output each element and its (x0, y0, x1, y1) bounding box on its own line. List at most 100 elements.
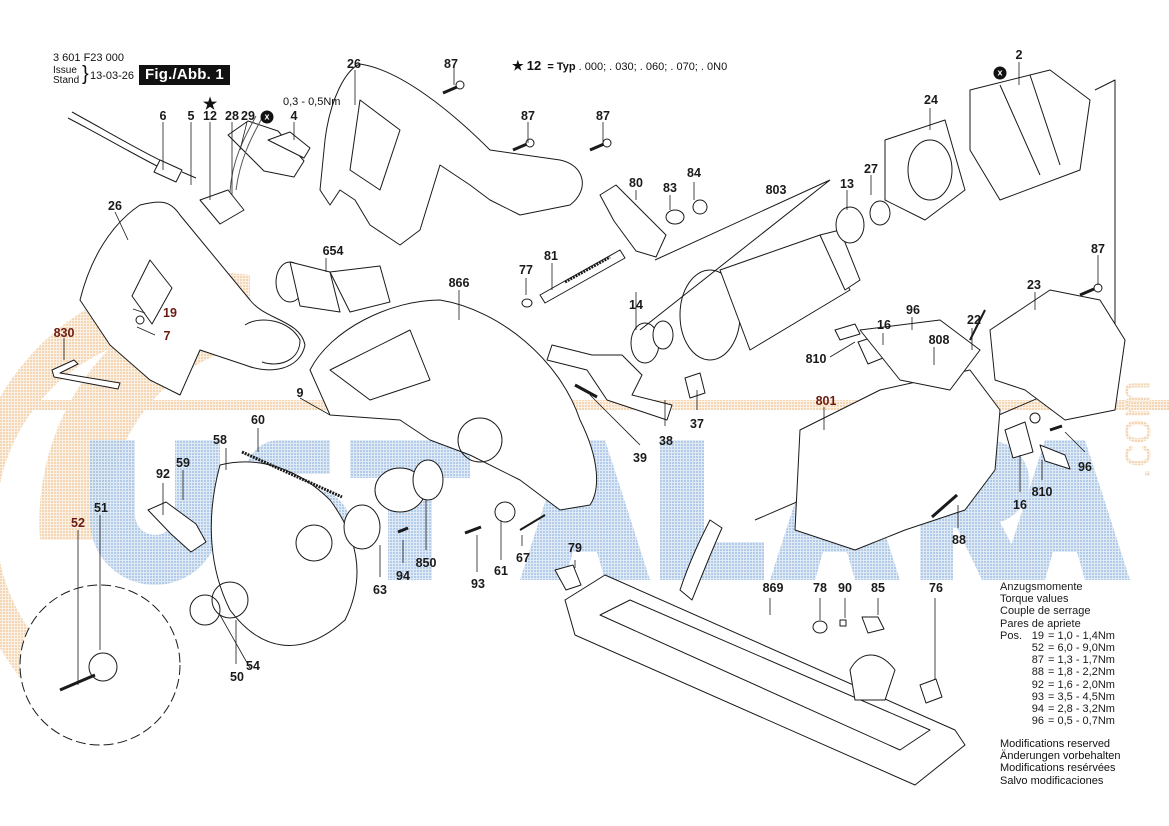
part-label: 83 (663, 181, 677, 195)
torque-pos: 19 (1031, 629, 1044, 642)
variant-note: ★ 12 = Typ . 000; . 030; . 060; . 070; .… (512, 58, 727, 74)
figure-badge: Fig./Abb. 1 (139, 65, 230, 85)
torque-value: = 0,5 - 0,7Nm (1048, 715, 1115, 728)
part-label: 59 (176, 456, 190, 470)
part-label: 26 (108, 199, 122, 213)
handle-left-half (79, 201, 306, 396)
part-label: 93 (471, 577, 485, 591)
part-label: 39 (633, 451, 647, 465)
part-label: 850 (415, 556, 437, 570)
variant-list: . 000; . 030; . 060; . 070; . 0N0 (578, 61, 728, 73)
part-label: 28 (225, 109, 239, 123)
part-label: 7 (163, 329, 171, 343)
part-label: 76 (929, 581, 943, 595)
torque-row: 94= 2,8 - 3,2Nm (1000, 703, 1115, 715)
power-cord (67, 111, 197, 183)
torque-value: = 1,6 - 2,0Nm (1048, 678, 1115, 691)
variant-star-marker: ★ (202, 96, 218, 113)
guard-lever (147, 501, 207, 553)
part-label: 87 (444, 57, 458, 71)
part-label: 80 (629, 176, 643, 190)
upper-blade-guard (309, 299, 598, 511)
modifications-es: Salvo modificaciones (1000, 774, 1104, 787)
brush-holder-bottom (1004, 412, 1071, 470)
part-label: 14 (629, 298, 643, 312)
torque-table: Anzugsmomente Torque values Couple de se… (1000, 581, 1115, 727)
modifications-fr: Modifications resérvées (1000, 762, 1116, 775)
torque-pos: 87 (1031, 654, 1044, 667)
part-label: 4 (290, 109, 298, 123)
part-label: 96 (1078, 460, 1092, 474)
fan-baffle (884, 119, 966, 221)
part-label: 77 (519, 263, 533, 277)
guard-spring (241, 450, 343, 499)
small-parts (397, 501, 582, 591)
x-marker-2: x (993, 66, 1007, 80)
torque-pos: 88 (1031, 666, 1044, 679)
leader-lines (63, 62, 1099, 685)
modifications-en: Modifications reserved (1000, 738, 1111, 750)
torque-value: = 6,0 - 9,0Nm (1048, 642, 1115, 655)
torque-value: = 1,0 - 1,4Nm (1048, 629, 1115, 642)
part-label: 52 (71, 516, 85, 530)
gearbox-flange (343, 459, 444, 550)
part-label: 90 (838, 581, 852, 595)
part-label: 12 (203, 109, 217, 123)
torque-title-es: Pares de apriete (1000, 617, 1081, 630)
part-label: 810 (1031, 485, 1053, 499)
base-plate (564, 519, 966, 786)
part-label: 2 (1015, 48, 1023, 62)
part-label: 654 (322, 244, 344, 258)
handle-right-half (319, 63, 583, 246)
issue-label: Issue (53, 65, 77, 76)
variant-text: = Typ (547, 61, 576, 73)
part-label: 85 (871, 581, 885, 595)
spindle-lock-bracket (546, 344, 706, 421)
torque-pos: 94 (1031, 703, 1044, 716)
part-label: 96 (906, 303, 920, 317)
part-label: 5 (187, 109, 195, 123)
part-label: 51 (94, 501, 108, 515)
modifications-notice: Modifications reserved Änderungen vorbeh… (1000, 738, 1120, 787)
variant-ref: 12 (526, 58, 542, 73)
part-label: 37 (690, 417, 704, 431)
part-label: 50 (230, 670, 244, 684)
part-label: 13 (840, 177, 854, 191)
modifications-de: Änderungen vorbehalten (1000, 750, 1121, 763)
part-label: 61 (494, 564, 508, 578)
part-label: 22 (967, 313, 981, 327)
part-label: 869 (762, 581, 784, 595)
torque-pos: 92 (1031, 678, 1044, 691)
part-label: 84 (687, 166, 701, 180)
dust-adapter (275, 261, 391, 313)
torque-value: = 1,8 - 2,2Nm (1048, 666, 1115, 679)
torque-title-fr: Couple de serrage (1000, 605, 1091, 618)
part-label: 27 (864, 162, 878, 176)
part-label: 58 (213, 433, 227, 447)
part-label: 866 (448, 276, 470, 290)
torque-row: 87 = 1,3 - 1,7Nm (1000, 654, 1115, 666)
part-label: 87 (521, 109, 535, 123)
part-label: 6 (159, 109, 167, 123)
torque-title-de: Anzugsmomente (1000, 581, 1083, 593)
part-label: 24 (924, 93, 938, 107)
motor-end-cap (989, 289, 1126, 421)
part-label: 87 (596, 109, 610, 123)
line-art (19, 62, 1126, 786)
torque-pos: 93 (1031, 690, 1044, 703)
torque-row: 93= 3,5 - 4,5Nm (1000, 691, 1115, 703)
part-label: 94 (396, 569, 410, 583)
torque-row: 52 = 6,0 - 9,0Nm (1000, 642, 1115, 654)
part-number: 3 601 F23 000 (53, 52, 124, 64)
part-label: 801 (815, 394, 837, 408)
lock-lever (599, 184, 708, 258)
torque-pos: 52 (1031, 642, 1044, 655)
part-label: 810 (805, 352, 827, 366)
part-label: 16 (877, 318, 891, 332)
torque-row: 88 = 1,8 - 2,2Nm (1000, 666, 1115, 678)
inline-torque-note: 0,3 - 0,5Nm (283, 96, 341, 108)
issue-brace: } (82, 63, 89, 85)
torque-value: = 1,3 - 1,7Nm (1048, 654, 1115, 667)
